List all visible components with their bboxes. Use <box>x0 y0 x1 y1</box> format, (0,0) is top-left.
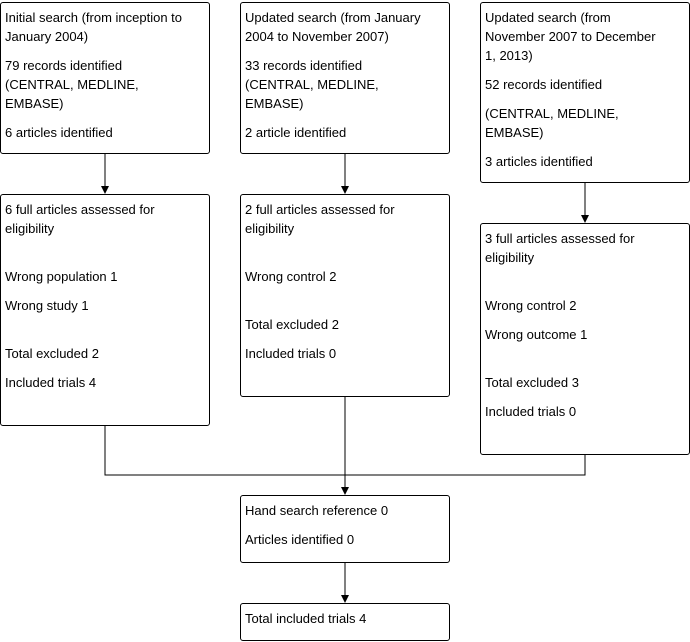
assessment-box-3: 3 full articles assessed for eligibility… <box>480 223 690 455</box>
total-included-box: Total included trials 4 <box>240 603 450 641</box>
exclusion-reason: Wrong control 2 <box>245 269 337 284</box>
articles-identified: 3 articles identified <box>485 154 593 169</box>
assessment-title-line: 6 full articles assessed for <box>5 202 155 217</box>
assessment-title-line: eligibility <box>5 221 55 236</box>
records-line: 52 records identified <box>485 77 603 92</box>
box-title-line: 2004 to November 2007) <box>245 29 389 44</box>
box-title-line: Updated search (from January <box>245 10 421 25</box>
total-excluded: Total excluded 2 <box>245 317 339 332</box>
sources-line: (CENTRAL, MEDLINE, <box>485 106 619 121</box>
box-title-line: Initial search (from inception to <box>5 10 183 25</box>
assessment-title-line: 3 full articles assessed for <box>485 231 635 246</box>
box-title-line: Updated search (from <box>485 10 611 25</box>
box-title-line: November 2007 to December <box>485 29 656 44</box>
assessment-box-1: 6 full articles assessed for eligibility… <box>0 194 210 426</box>
assessment-box-2: 2 full articles assessed for eligibility… <box>240 194 450 397</box>
hand-search-box: Hand search reference 0 Articles identif… <box>240 495 450 563</box>
updated-search-2007-box: Updated search (from January 2004 to Nov… <box>240 2 450 154</box>
total-included-trials: Total included trials 4 <box>245 611 367 626</box>
records-line: EMBASE) <box>245 96 304 111</box>
assessment-title-line: eligibility <box>245 221 295 236</box>
exclusion-reason: Wrong outcome 1 <box>485 327 588 342</box>
exclusion-reason: Wrong study 1 <box>5 298 89 313</box>
hand-search-articles: Articles identified 0 <box>245 532 355 547</box>
included-trials: Included trials 4 <box>5 375 97 390</box>
included-trials: Included trials 0 <box>485 404 577 419</box>
initial-search-box: Initial search (from inception to Januar… <box>0 2 210 154</box>
updated-search-2013-box: Updated search (from November 2007 to De… <box>480 2 690 183</box>
exclusion-reason: Wrong population 1 <box>5 269 118 284</box>
records-line: 33 records identified <box>245 58 363 73</box>
box-title-line: 1, 2013) <box>485 48 533 63</box>
assessment-title-line: 2 full articles assessed for <box>245 202 395 217</box>
included-trials: Included trials 0 <box>245 346 337 361</box>
records-line: 79 records identified <box>5 58 123 73</box>
articles-identified: 6 articles identified <box>5 125 113 140</box>
total-excluded: Total excluded 3 <box>485 375 579 390</box>
records-line: EMBASE) <box>5 96 64 111</box>
total-excluded: Total excluded 2 <box>5 346 99 361</box>
records-line: (CENTRAL, MEDLINE, <box>5 77 139 92</box>
records-line: (CENTRAL, MEDLINE, <box>245 77 379 92</box>
articles-identified: 2 article identified <box>245 125 347 140</box>
assessment-title-line: eligibility <box>485 250 535 265</box>
box-title-line: January 2004) <box>5 29 89 44</box>
sources-line: EMBASE) <box>485 125 544 140</box>
exclusion-reason: Wrong control 2 <box>485 298 577 313</box>
hand-search-reference: Hand search reference 0 <box>245 503 389 518</box>
